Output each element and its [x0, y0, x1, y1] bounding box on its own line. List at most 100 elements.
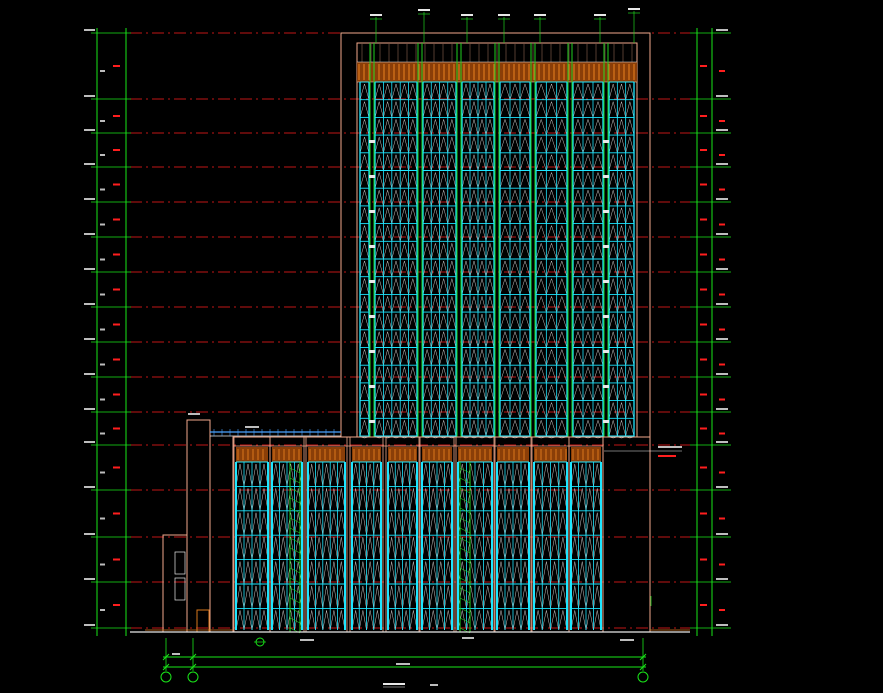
glazing-brace — [329, 512, 338, 536]
glazing-brace — [519, 295, 531, 313]
floor-number-mark — [719, 363, 725, 366]
glazing-brace — [366, 512, 374, 536]
level-elevation-mark — [716, 408, 728, 410]
level-elevation-mark — [84, 233, 95, 235]
glazing-brace — [422, 383, 432, 401]
glazing-brace — [617, 277, 626, 295]
glazing-brace — [395, 537, 403, 560]
podium-glazing-bay — [455, 437, 495, 632]
glazing-brace — [402, 512, 410, 536]
glazing-brace — [504, 537, 514, 560]
glazing-brace — [294, 463, 303, 487]
tower-floor-tags — [369, 140, 609, 423]
glazing-brace — [519, 100, 531, 118]
glazing-brace — [395, 585, 403, 609]
glazing-brace — [570, 512, 579, 536]
dimension-text-mark — [396, 663, 410, 665]
glazing-brace — [387, 463, 396, 487]
glazing-brace — [447, 366, 457, 383]
glazing-brace — [509, 153, 521, 171]
glazing-brace — [307, 561, 316, 585]
glazing-brace — [315, 463, 324, 487]
glazing-brace — [422, 242, 432, 260]
glazing-brace — [399, 100, 409, 118]
glazing-brace — [512, 512, 522, 536]
glazing-brace — [387, 610, 396, 631]
glazing-brace — [485, 83, 495, 100]
glazing-brace — [286, 463, 295, 487]
glazing-brace — [558, 561, 568, 585]
glazing-brace — [477, 172, 487, 189]
glazing-brace — [402, 585, 410, 609]
callout-text-mark — [370, 14, 382, 16]
glazing-brace — [422, 224, 432, 242]
glazing-brace — [546, 207, 557, 224]
glazing-brace — [558, 610, 568, 631]
glazing-brace — [578, 610, 587, 631]
glazing-brace — [546, 401, 557, 419]
glazing-brace — [617, 206, 626, 224]
glazing-brace — [429, 463, 438, 487]
glazing-brace — [582, 171, 594, 189]
glazing-brace — [469, 260, 479, 277]
glazing-brace — [570, 488, 579, 511]
glazing-brace — [499, 384, 511, 401]
glazing-brace — [383, 83, 393, 100]
floor-height-mark — [113, 183, 120, 186]
glazing-brace — [485, 278, 495, 295]
glazing-brace — [383, 295, 393, 313]
glazing-brace — [558, 463, 568, 487]
glazing-brace — [477, 331, 487, 348]
glazing-brace — [625, 118, 635, 136]
floor-number-mark — [100, 471, 105, 474]
callout-text-mark — [300, 639, 314, 641]
glazing-brace — [570, 585, 579, 609]
glazing-brace — [496, 537, 506, 560]
glazing-brace — [259, 585, 269, 609]
glazing-brace — [608, 419, 618, 437]
glazing-brace — [461, 296, 471, 313]
podium-band — [422, 447, 452, 462]
glazing-brace — [422, 153, 432, 171]
glazing-brace — [546, 366, 557, 383]
glazing-brace — [383, 260, 393, 277]
stair-tread — [289, 517, 301, 524]
glazing-brace — [322, 463, 331, 487]
floor-number-mark — [719, 328, 725, 331]
glazing-brace — [533, 512, 543, 536]
glazing-brace — [457, 537, 467, 560]
glazing-brace — [519, 242, 531, 260]
glazing-brace — [271, 561, 280, 585]
glazing-brace — [286, 610, 295, 631]
glazing-brace — [422, 118, 432, 136]
glazing-brace — [572, 207, 584, 224]
glazing-brace — [439, 260, 448, 277]
glazing-brace — [422, 189, 432, 206]
floor-tag-mark — [603, 245, 609, 248]
glazing-brace — [439, 224, 448, 242]
callout-text-mark — [620, 639, 634, 641]
glazing-brace — [469, 243, 479, 260]
glazing-brace — [461, 119, 471, 136]
glazing-brace — [337, 537, 346, 560]
glazing-brace — [519, 330, 531, 348]
glazing-brace — [431, 295, 440, 313]
glazing-brace — [408, 295, 418, 313]
glazing-brace — [535, 100, 547, 118]
glazing-brace — [409, 488, 418, 511]
glazing-brace — [617, 313, 626, 330]
floor-tag-mark — [369, 350, 375, 353]
glazing-brace — [469, 420, 479, 437]
glazing-brace — [444, 610, 453, 631]
glazing-brace — [483, 537, 493, 560]
stair-tread — [289, 487, 301, 494]
glazing-brace — [439, 330, 448, 348]
glazing-brace — [431, 366, 440, 383]
glazing-brace — [286, 585, 295, 609]
glazing-brace — [469, 101, 479, 118]
tower-glazing-bay — [422, 81, 457, 439]
glazing-brace — [625, 242, 635, 260]
glazing-brace — [477, 402, 487, 419]
